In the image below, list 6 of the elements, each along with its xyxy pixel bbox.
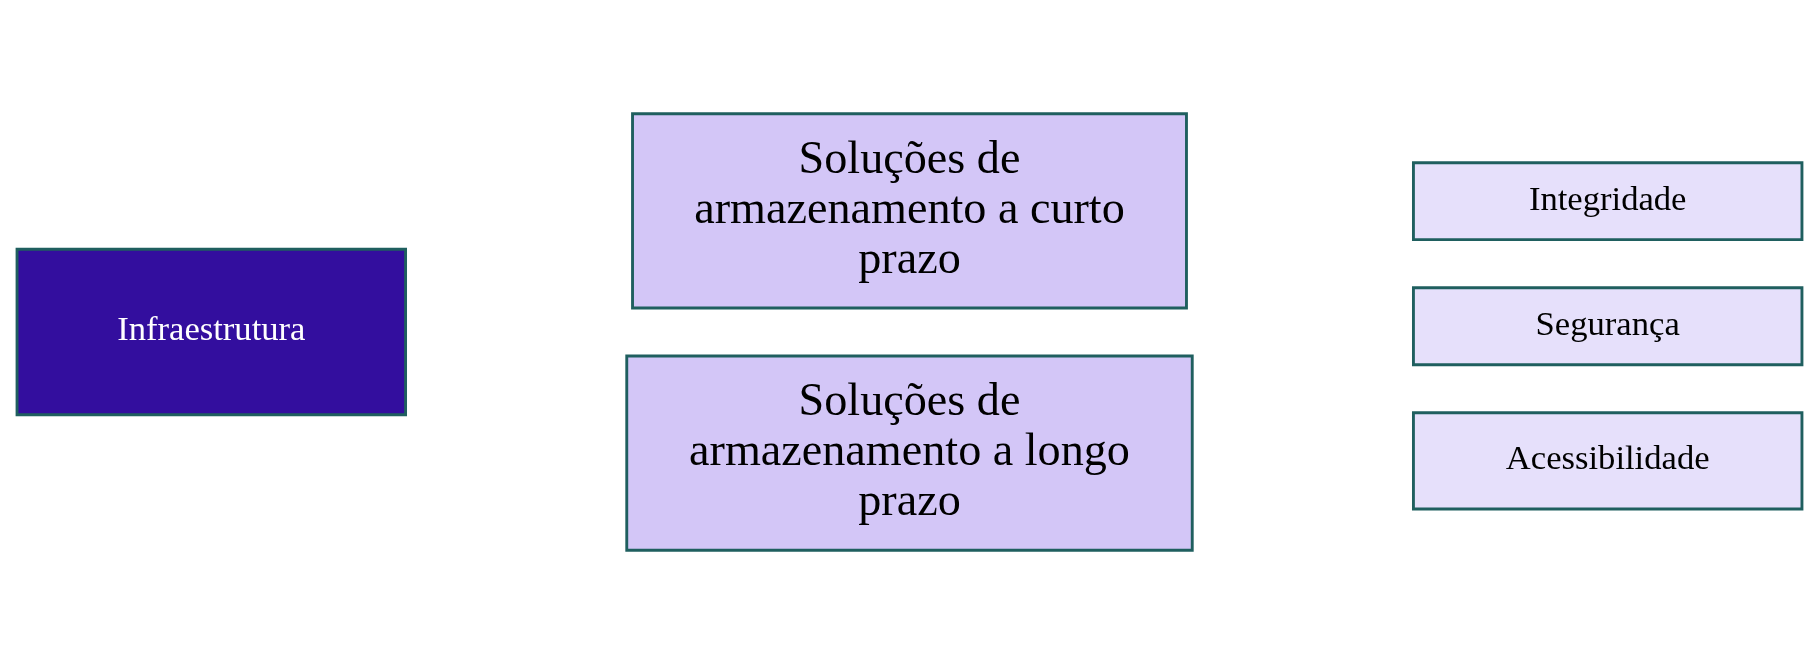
node-box: Infraestrutura bbox=[15, 247, 407, 417]
node-box: Soluções de armazenamento a curto prazo bbox=[631, 112, 1188, 310]
node-box: Acessibilidade bbox=[1412, 411, 1804, 511]
node-box: Soluções de armazenamento a longo prazo bbox=[625, 354, 1194, 552]
node-box: Integridade bbox=[1412, 161, 1804, 242]
node-box: Segurança bbox=[1412, 286, 1804, 367]
